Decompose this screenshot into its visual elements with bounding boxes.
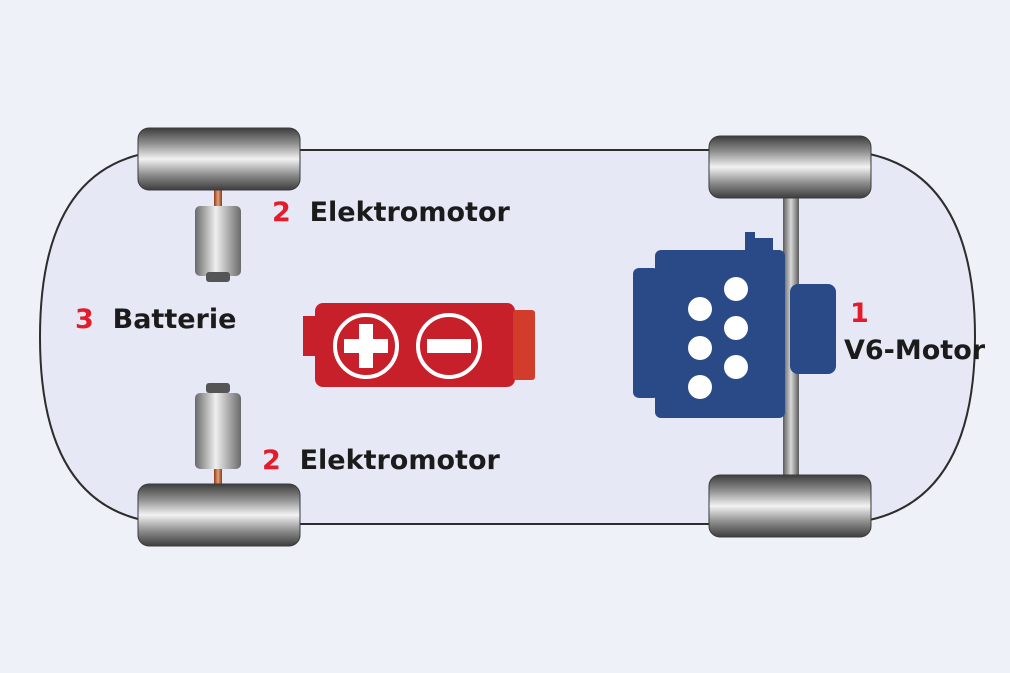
v6-motor-number: 1 — [850, 298, 869, 329]
battery-number: 3 — [75, 304, 94, 335]
wheel-rear-top — [708, 135, 872, 199]
emotor-label-top: 2 Elektromotor — [272, 199, 510, 226]
wheel-front-bottom — [137, 483, 301, 547]
emotor-name-bottom: Elektromotor — [299, 445, 500, 476]
motor-shaft-top — [214, 186, 222, 210]
battery-label: 3 Batterie — [75, 306, 236, 333]
emotor-number-bottom: 2 — [262, 445, 281, 476]
plus-icon — [333, 313, 399, 379]
v6-motor-name: V6-Motor — [844, 335, 986, 366]
electric-motor-bottom — [195, 383, 241, 469]
motor-shaft-bottom — [214, 468, 222, 488]
emotor-number-top: 2 — [272, 197, 291, 228]
wheel-front-top — [137, 127, 301, 191]
wheel-rear-bottom — [708, 474, 872, 538]
emotor-label-bottom: 2 Elektromotor — [262, 447, 500, 474]
battery-name: Batterie — [112, 304, 237, 335]
electric-motor-top — [195, 206, 241, 282]
v6-engine — [633, 232, 836, 418]
minus-icon — [416, 313, 482, 379]
battery — [303, 303, 535, 387]
emotor-name-top: Elektromotor — [309, 197, 510, 228]
